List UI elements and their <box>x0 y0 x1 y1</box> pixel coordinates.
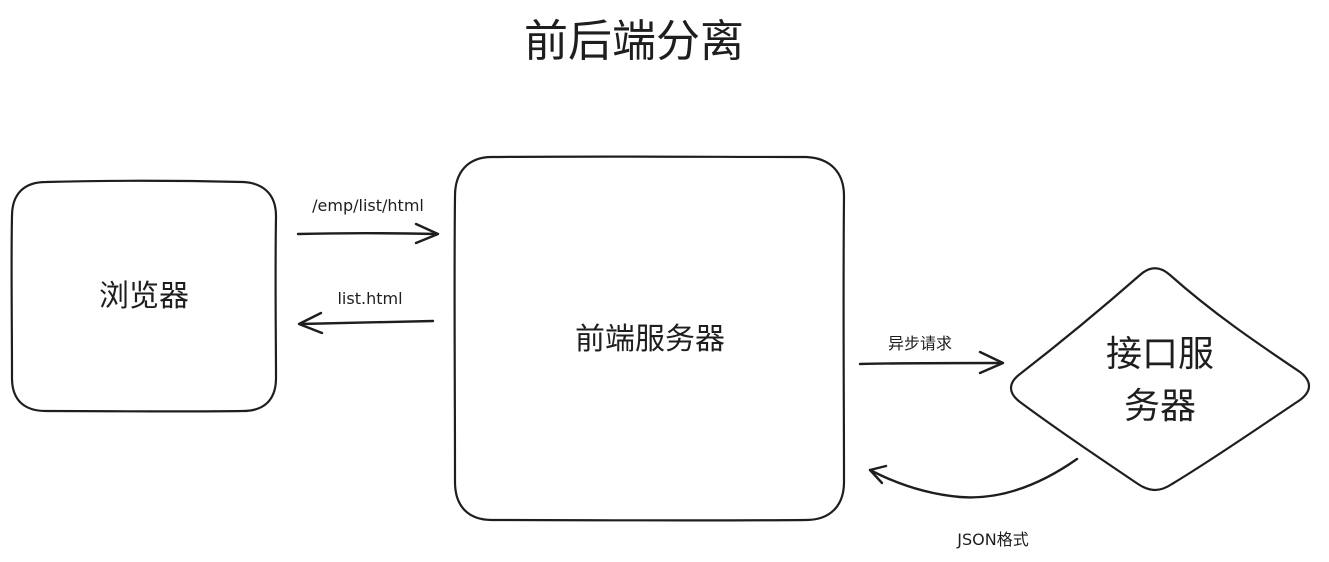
json-response-arrow-line <box>868 457 1079 499</box>
async-request-arrow: 异步请求 <box>858 334 1005 375</box>
request-arrow-label: /emp/list/html <box>312 196 424 215</box>
json-response-arrow: JSON格式 <box>868 457 1079 549</box>
json-response-arrow-label: JSON格式 <box>956 530 1028 549</box>
frontend-server-box <box>453 155 846 522</box>
response-arrow-line <box>298 319 435 326</box>
response-arrow-head <box>297 311 324 335</box>
response-arrow: list.html <box>297 289 435 335</box>
async-request-arrow-head <box>978 350 1005 375</box>
api-server-diamond <box>1009 267 1311 492</box>
response-arrow-label: list.html <box>337 289 402 308</box>
json-response-arrow-head <box>868 464 888 485</box>
request-arrow-line <box>296 232 439 236</box>
browser-label: 浏览器 <box>99 279 189 314</box>
diagram-title: 前后端分离 <box>524 16 744 67</box>
api-server-label-line2: 务器 <box>1124 386 1196 427</box>
async-request-arrow-label: 异步请求 <box>888 334 952 353</box>
request-arrow-head <box>414 222 440 245</box>
async-request-arrow-line <box>858 361 1004 366</box>
frontend-server-label: 前端服务器 <box>575 322 725 357</box>
api-server-node: 接口服 务器 <box>1009 267 1311 492</box>
browser-node: 浏览器 <box>10 179 278 413</box>
request-arrow: /emp/list/html <box>296 196 440 245</box>
browser-box <box>10 179 278 413</box>
api-server-label-line1: 接口服 <box>1106 334 1214 375</box>
frontend-server-node: 前端服务器 <box>453 155 846 522</box>
